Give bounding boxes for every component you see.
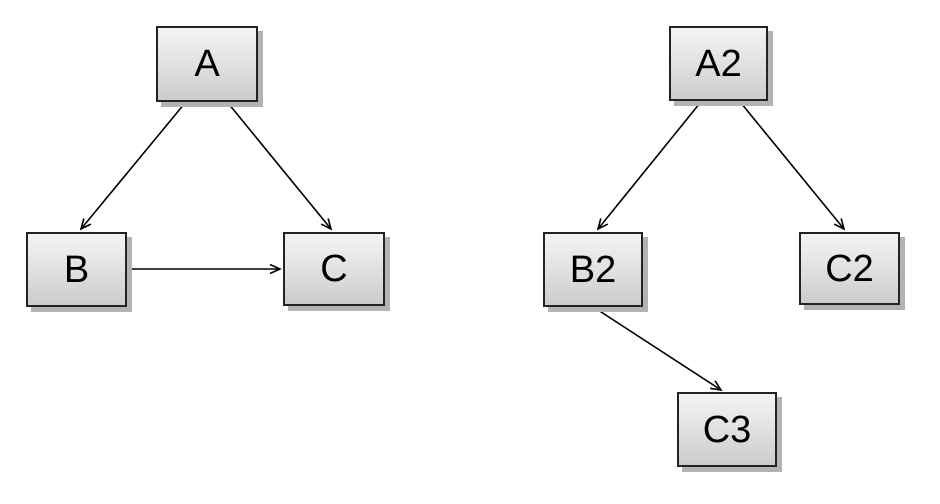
node-B2-label: B2	[569, 248, 617, 291]
node-A2-label: A2	[695, 42, 742, 85]
node-C-label: C	[320, 248, 348, 290]
edge-B2-to-C3	[594, 307, 723, 392]
node-A2: A2	[669, 26, 768, 101]
node-A: A	[156, 26, 258, 102]
node-C2: C2	[799, 232, 900, 305]
edge-A-to-B	[79, 102, 186, 231]
node-C3-label: C3	[702, 408, 752, 451]
node-A-label: A	[194, 43, 220, 85]
edge-A2-to-B2	[596, 102, 701, 231]
node-C3: C3	[677, 392, 777, 467]
node-B2: B2	[543, 232, 643, 307]
edge-A2-to-C2	[740, 102, 846, 231]
node-B-label: B	[63, 248, 90, 291]
edge-A-to-C	[227, 102, 333, 231]
node-C2-label: C2	[825, 247, 874, 290]
node-B: B	[26, 232, 127, 307]
node-C: C	[283, 232, 385, 306]
